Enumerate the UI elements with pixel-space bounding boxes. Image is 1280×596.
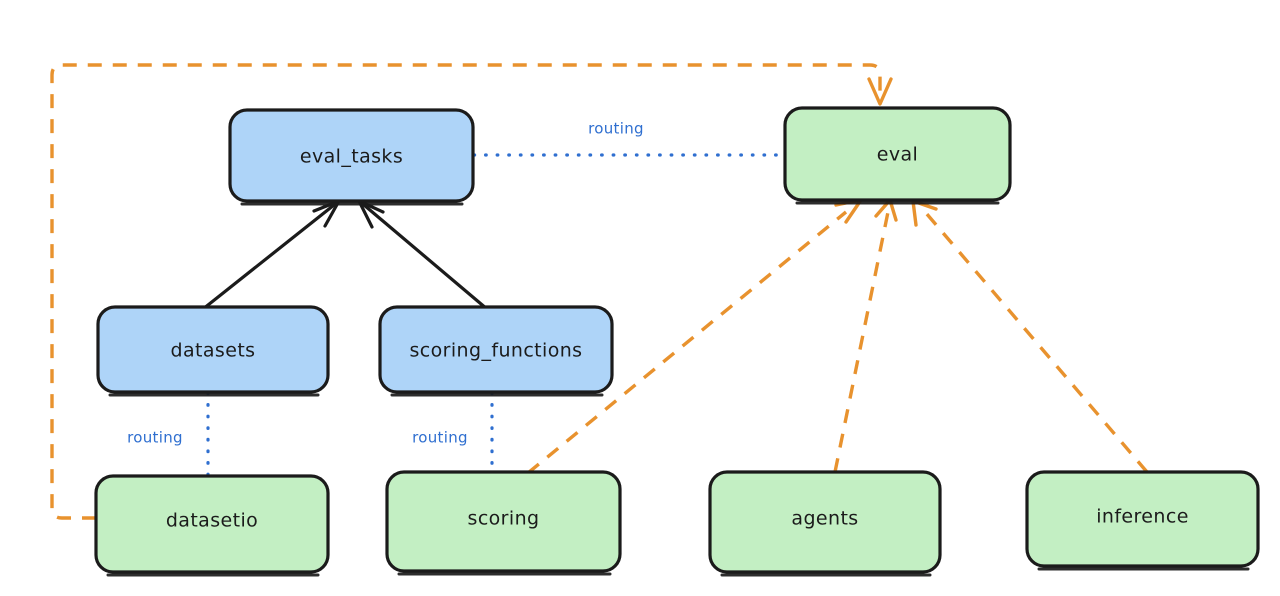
node-inference[interactable]: inference [1025, 470, 1260, 571]
node-scoring_functions-label: scoring_functions [410, 340, 583, 362]
node-datasetio-box[interactable] [94, 474, 330, 574]
node-scoring-box[interactable] [385, 470, 622, 573]
node-inference-box[interactable] [1025, 470, 1260, 568]
node-scoring_functions[interactable]: scoring_functions [378, 305, 614, 397]
node-scoring_functions-box[interactable] [378, 305, 614, 394]
edge-datasets-eval_tasks [201, 199, 341, 311]
edge-datasets-eval_tasks-path [201, 203, 336, 311]
node-inference-label: inference [1096, 506, 1189, 528]
node-eval-label: eval [877, 144, 918, 166]
edge-agents-eval-path [833, 211, 890, 473]
node-eval[interactable]: eval [783, 106, 1012, 205]
edge-layer [50, 63, 1149, 520]
node-eval-box[interactable] [783, 106, 1012, 202]
edge-scoring_functions-eval_tasks-path [362, 203, 489, 311]
node-layer: eval_tasks eval datasets scoring_functio… [94, 106, 1260, 577]
node-datasetio[interactable]: datasetio [94, 474, 330, 577]
edge-datasetio-eval [50, 63, 893, 520]
node-eval_tasks-box[interactable] [228, 108, 475, 203]
node-scoring-label: scoring [468, 508, 540, 530]
edge-inference-eval [911, 199, 1149, 474]
node-eval_tasks-label: eval_tasks [300, 146, 403, 168]
edge-label-routing-eval: routing [588, 120, 644, 138]
node-agents-label: agents [791, 508, 858, 530]
edge-label-routing-datasetio: routing [127, 429, 183, 447]
node-agents-box[interactable] [708, 470, 942, 574]
node-datasets-box[interactable] [96, 305, 330, 394]
node-agents[interactable]: agents [708, 470, 942, 577]
edge-scoring-eval-path [526, 210, 848, 475]
edge-label-layer: routing routing routing [127, 120, 644, 447]
edge-label-routing-scoring: routing [412, 429, 468, 447]
node-datasets-label: datasets [171, 340, 256, 362]
node-scoring[interactable]: scoring [385, 470, 622, 576]
node-eval_tasks[interactable]: eval_tasks [228, 108, 475, 206]
node-datasetio-label: datasetio [166, 510, 258, 532]
edge-datasetio-eval-arrowhead [867, 77, 893, 106]
edge-agents-eval [833, 198, 898, 473]
edge-scoring_functions-eval_tasks [357, 199, 489, 311]
node-datasets[interactable]: datasets [96, 305, 330, 397]
edge-inference-eval-path [924, 211, 1149, 474]
